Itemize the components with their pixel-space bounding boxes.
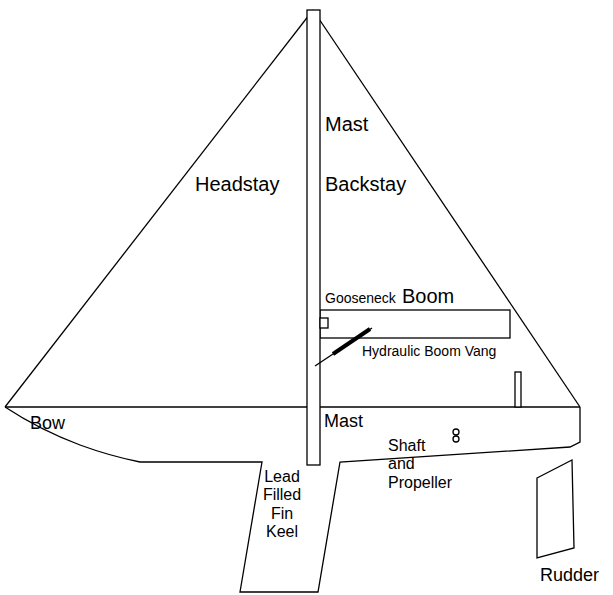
backstay-line bbox=[313, 10, 580, 407]
part-label: Mast bbox=[324, 411, 363, 432]
part-label: Gooseneck bbox=[323, 290, 398, 306]
part-label: Mast bbox=[323, 113, 370, 136]
part-label: Rudder bbox=[540, 565, 599, 586]
part-label: Headstay bbox=[193, 173, 282, 196]
part-label: Backstay bbox=[323, 173, 408, 196]
rudder-shape bbox=[537, 460, 574, 558]
hull-outline bbox=[5, 407, 580, 592]
boom-spar bbox=[320, 310, 510, 338]
part-label: Lead Filled Fin Keel bbox=[256, 468, 308, 542]
propeller-symbol bbox=[453, 436, 459, 442]
vang-stub bbox=[515, 372, 521, 407]
deck-line bbox=[5, 406, 580, 407]
gooseneck-fitting bbox=[320, 318, 328, 328]
mast-spar bbox=[307, 10, 320, 465]
part-label: Bow bbox=[30, 413, 65, 434]
part-label: Boom bbox=[402, 285, 454, 308]
propeller-symbol bbox=[453, 429, 459, 435]
part-label: Hydraulic Boom Vang bbox=[360, 343, 498, 359]
part-label: Shaft and Propeller bbox=[388, 437, 448, 492]
headstay-line bbox=[5, 10, 313, 407]
